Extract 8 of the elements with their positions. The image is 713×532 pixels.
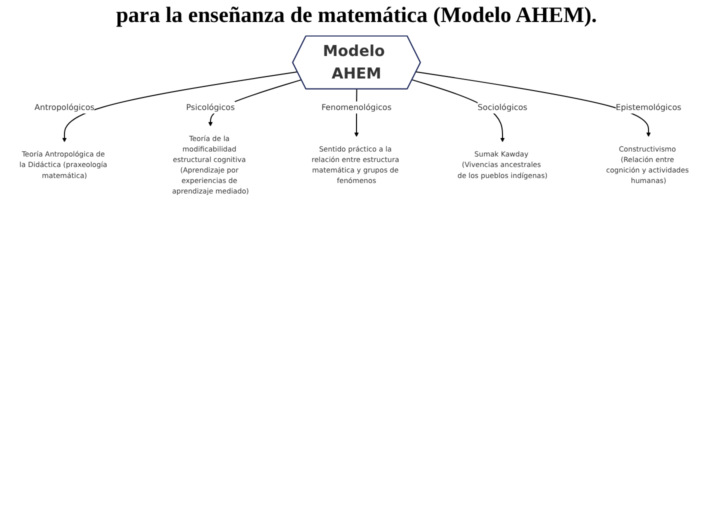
edge-label: Psicológicos (186, 102, 235, 112)
edge-label: Fenomenológicos (321, 102, 392, 112)
title: para la enseñanza de matemática (Modelo AHEM). (115, 2, 598, 28)
arrow (62, 71, 298, 142)
edge-label: Antropológicos (34, 102, 94, 112)
edge-label: Sociológicos (478, 102, 528, 112)
arrow (416, 71, 651, 137)
edge-label: Epistemológicos (616, 102, 682, 112)
